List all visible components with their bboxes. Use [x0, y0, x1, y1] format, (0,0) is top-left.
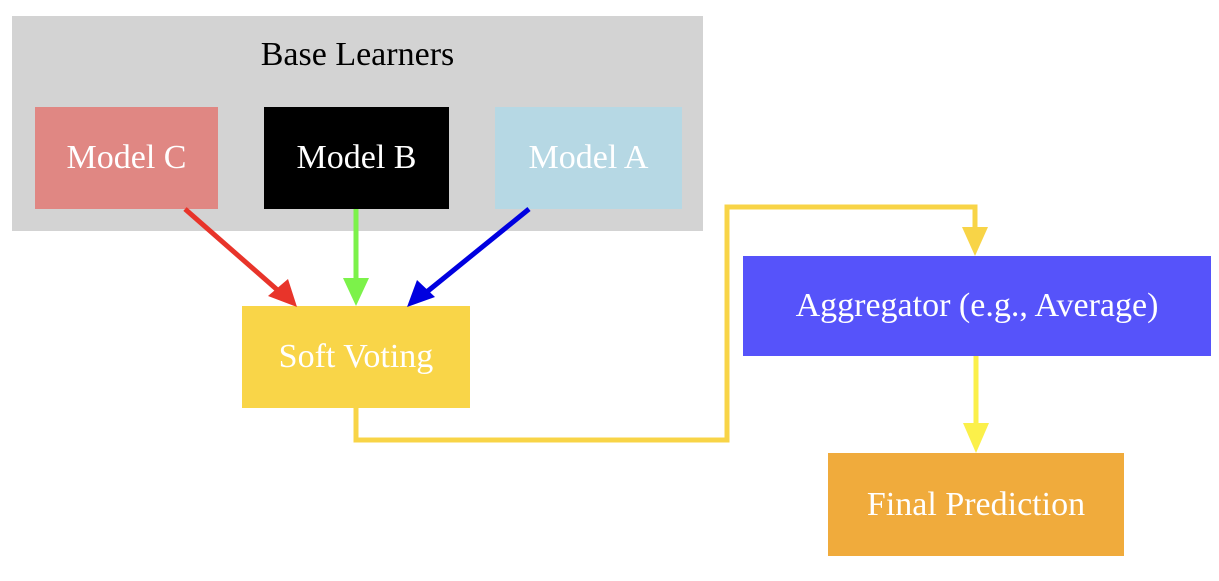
edge-aggregator-to-final-prediction — [963, 356, 989, 453]
edge-model-a-to-soft-voting — [407, 207, 531, 307]
model-a-node: Model A — [495, 107, 682, 209]
edge-model-c-to-soft-voting — [183, 207, 297, 307]
model-b-node: Model B — [264, 107, 449, 209]
cluster-title: Base Learners — [260, 36, 455, 73]
aggregator-node: Aggregator (e.g., Average) — [743, 256, 1211, 356]
soft-voting-node: Soft Voting — [242, 306, 470, 408]
final-prediction-node: Final Prediction — [828, 453, 1124, 556]
model-c-node: Model C — [35, 107, 218, 209]
edge-model-b-to-soft-voting — [343, 209, 369, 306]
edge-soft-voting-to-aggregator — [353, 204, 988, 443]
